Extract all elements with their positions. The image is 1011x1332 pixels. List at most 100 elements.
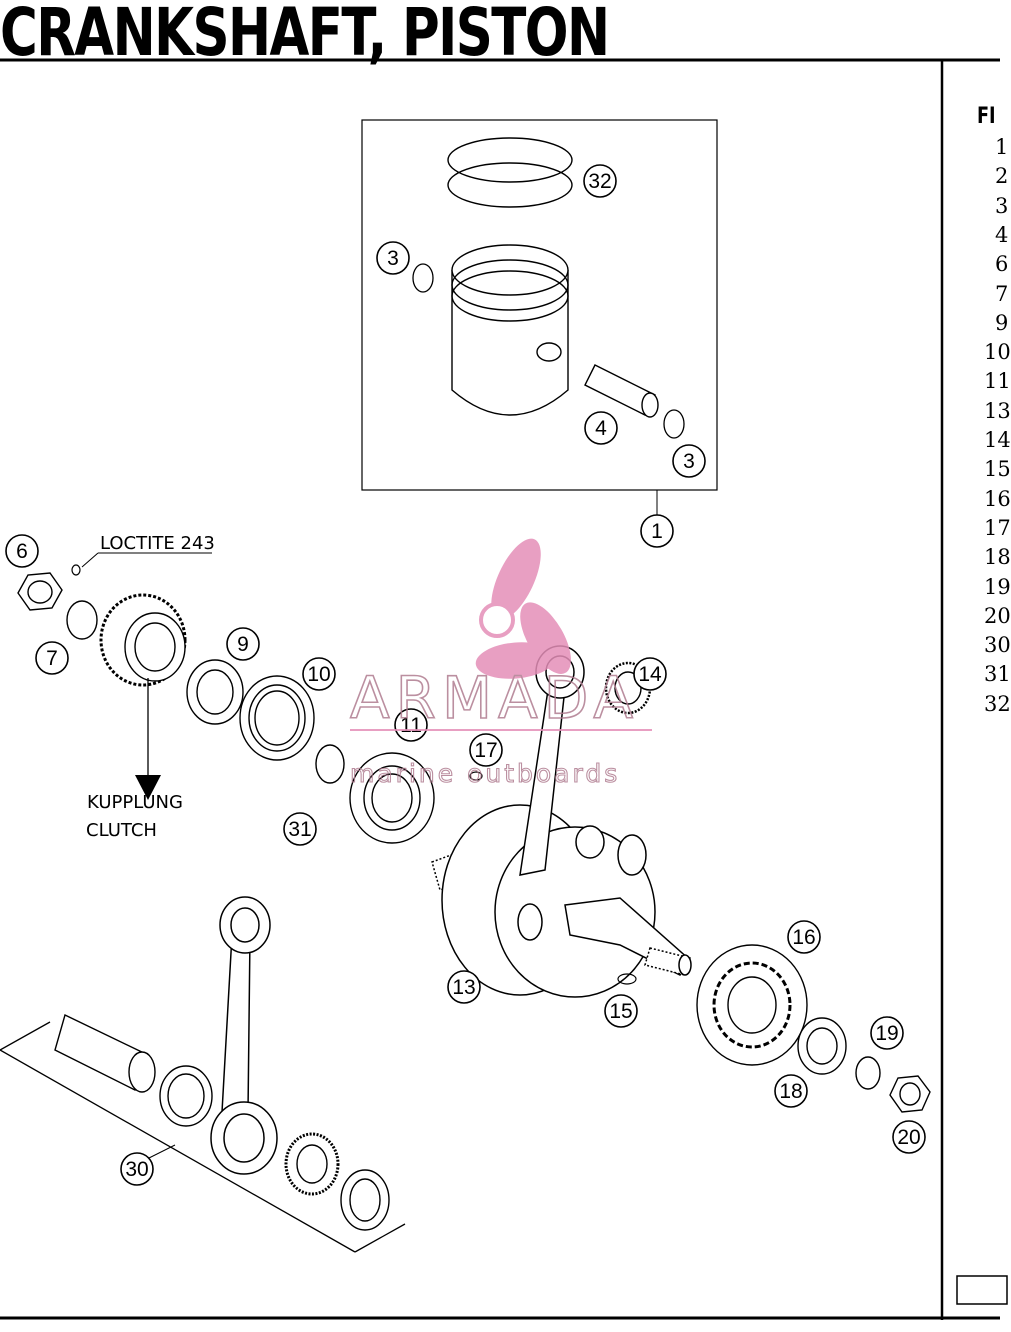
callout-circle <box>469 733 503 767</box>
crank-nut <box>17 572 63 611</box>
callout-number: 3 <box>683 450 695 473</box>
kit-needle-bearing <box>284 1132 340 1196</box>
callout-11: 11 <box>394 708 428 742</box>
callout-circle <box>774 1074 808 1108</box>
parts-list-number: 1 <box>995 135 1009 159</box>
woodruff-key-right <box>617 973 637 985</box>
clutch-arrow-head <box>135 775 161 800</box>
kit-bracket-bottom <box>0 1049 356 1253</box>
callout-number: 11 <box>400 714 422 737</box>
kit-leader <box>144 1144 176 1161</box>
o-ring <box>315 744 345 784</box>
parts-list-number: 18 <box>984 545 1011 570</box>
clutch-label-de: KUPPLUNG <box>87 792 183 813</box>
parts-list-number: 4 <box>995 222 1009 247</box>
clutch-label-en: CLUTCH <box>86 820 157 841</box>
spacer-right <box>797 1017 847 1075</box>
circlip-upper <box>412 263 434 293</box>
circlip-lower <box>663 409 685 439</box>
loctite-leader <box>81 552 99 568</box>
kit-washer-2 <box>340 1169 390 1231</box>
parts-list-number: 7 <box>995 281 1009 306</box>
parts-list-number: 19 <box>984 574 1011 599</box>
callout-number: 15 <box>609 1000 632 1023</box>
shaft-seal <box>239 675 315 761</box>
kit-bracket-end <box>354 1223 406 1253</box>
callout-circle <box>584 411 618 445</box>
parts-list-number: 6 <box>995 252 1009 277</box>
callout-number: 32 <box>588 170 611 193</box>
piston <box>451 244 569 416</box>
lock-washer <box>66 600 98 640</box>
parts-list-number: 3 <box>995 193 1009 218</box>
callout-circle <box>376 241 410 275</box>
callout-circle <box>640 514 674 548</box>
parts-list-number: 10 <box>984 340 1011 365</box>
parts-list-number: 30 <box>984 633 1011 658</box>
parts-list-number: 9 <box>995 310 1009 335</box>
callout-4: 4 <box>584 411 618 445</box>
washer-right <box>855 1056 881 1090</box>
callout-32: 32 <box>583 164 617 198</box>
callout-3: 3 <box>376 241 410 275</box>
primary-gear <box>99 593 187 687</box>
piston-rings <box>447 137 573 208</box>
callout-20: 20 <box>892 1120 926 1154</box>
callout-number: 31 <box>288 818 311 841</box>
callout-circle <box>870 1016 904 1050</box>
callout-circle <box>787 920 821 954</box>
parts-list-number: 15 <box>984 457 1011 482</box>
parts-list-number: 2 <box>995 164 1009 189</box>
callout-3: 3 <box>672 444 706 478</box>
callout-circle <box>892 1120 926 1154</box>
footer-box <box>956 1275 1008 1305</box>
kit-conrod <box>210 896 278 1175</box>
crank-nut-right <box>889 1075 931 1113</box>
spacer <box>186 659 244 725</box>
loctite-drop <box>71 564 81 576</box>
callout-circle <box>604 994 638 1028</box>
callout-circle <box>283 812 317 846</box>
callout-circle <box>35 641 69 675</box>
kit-pin <box>54 1014 156 1093</box>
watermark-brand: ARMADA <box>350 664 639 732</box>
watermark-tagline: marine outboards <box>350 759 620 788</box>
callout-number: 1 <box>651 520 663 543</box>
callout-9: 9 <box>226 627 260 661</box>
woodruff-key-left <box>469 771 483 781</box>
callout-15: 15 <box>604 994 638 1028</box>
callout-30: 30 <box>120 1152 154 1186</box>
parts-list-number: 16 <box>984 486 1011 511</box>
crankshaft <box>431 804 692 998</box>
callout-number: 10 <box>307 663 330 686</box>
callout-circle <box>5 534 39 568</box>
watermark: ARMADA marine outboards <box>349 538 652 789</box>
callout-number: 6 <box>16 540 28 563</box>
callout-circle <box>672 444 706 478</box>
callout-circle <box>633 657 667 691</box>
callout-number: 30 <box>125 1158 148 1181</box>
callout-number: 18 <box>779 1080 802 1103</box>
callout-14: 14 <box>633 657 667 691</box>
callout-1: 1 <box>640 514 674 548</box>
callout-number: 13 <box>452 976 475 999</box>
callout-number: 16 <box>792 926 815 949</box>
callout-number: 19 <box>875 1022 898 1045</box>
main-bearing-left <box>349 752 435 844</box>
parts-list-heading: FI <box>977 104 996 129</box>
kit-washer <box>159 1065 213 1127</box>
callout-circle <box>583 164 617 198</box>
callout-16: 16 <box>787 920 821 954</box>
propeller-icon <box>475 538 571 679</box>
callout-7: 7 <box>35 641 69 675</box>
parts-list-number: 20 <box>984 603 1011 628</box>
callout-number: 20 <box>897 1126 920 1149</box>
callout-circle <box>447 970 481 1004</box>
callout-number: 9 <box>237 633 249 656</box>
callout-circle <box>120 1152 154 1186</box>
callout-circle <box>302 657 336 691</box>
parts-list-number: 31 <box>984 662 1011 687</box>
